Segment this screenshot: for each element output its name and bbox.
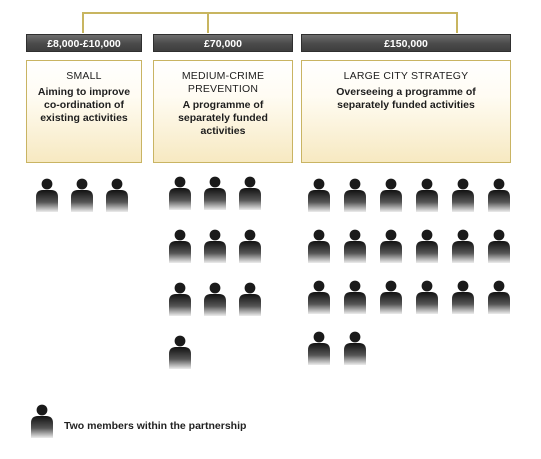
person-icon xyxy=(378,178,404,212)
person-icon xyxy=(167,282,193,316)
person-icon xyxy=(342,280,368,314)
person-icon xyxy=(342,229,368,263)
tier-description: Overseeing a programme of separately fun… xyxy=(336,86,476,111)
legend-person-icon xyxy=(29,404,55,438)
person-icon xyxy=(104,178,130,212)
tier-name: SMALL xyxy=(66,70,102,82)
person-icon xyxy=(306,331,332,365)
tier-description: A programme of separately funded activit… xyxy=(178,99,268,137)
person-icon xyxy=(167,229,193,263)
tier-name: MEDIUM-CRIME PREVENTION xyxy=(181,70,265,95)
connector-top xyxy=(82,12,458,14)
tier-small: SMALL Aiming to improve co-ordination of… xyxy=(26,60,142,163)
person-icon xyxy=(34,178,60,212)
person-icon xyxy=(167,176,193,210)
person-icon xyxy=(167,335,193,369)
legend-label: Two members within the partnership xyxy=(64,420,247,432)
person-icon xyxy=(414,178,440,212)
person-icon xyxy=(237,176,263,210)
person-icon xyxy=(486,229,512,263)
person-icon xyxy=(342,331,368,365)
members-large xyxy=(306,178,512,365)
person-icon xyxy=(202,229,228,263)
person-icon xyxy=(306,229,332,263)
person-icon xyxy=(306,280,332,314)
person-icon xyxy=(486,280,512,314)
person-icon xyxy=(342,178,368,212)
person-icon xyxy=(202,282,228,316)
person-icon xyxy=(450,229,476,263)
person-icon xyxy=(306,178,332,212)
person-icon xyxy=(237,282,263,316)
person-icon xyxy=(202,176,228,210)
tier-medium: MEDIUM-CRIME PREVENTION A programme of s… xyxy=(153,60,293,163)
person-icon xyxy=(378,280,404,314)
connector-right xyxy=(456,12,458,33)
tier-description: Aiming to improve co-ordination of exist… xyxy=(37,86,131,124)
tier-name: LARGE CITY STRATEGY xyxy=(343,70,469,82)
budget-medium: £70,000 xyxy=(153,34,293,52)
person-icon xyxy=(486,178,512,212)
budget-small: £8,000-£10,000 xyxy=(26,34,142,52)
budget-large: £150,000 xyxy=(301,34,511,52)
members-small xyxy=(34,178,130,212)
person-icon xyxy=(414,280,440,314)
connector-middle xyxy=(207,12,209,33)
tier-large: LARGE CITY STRATEGY Overseeing a program… xyxy=(301,60,511,163)
person-icon xyxy=(69,178,95,212)
person-icon xyxy=(378,229,404,263)
person-icon xyxy=(450,178,476,212)
person-icon xyxy=(414,229,440,263)
members-medium xyxy=(167,176,263,369)
person-icon xyxy=(450,280,476,314)
person-icon xyxy=(237,229,263,263)
connector-left xyxy=(82,12,84,33)
